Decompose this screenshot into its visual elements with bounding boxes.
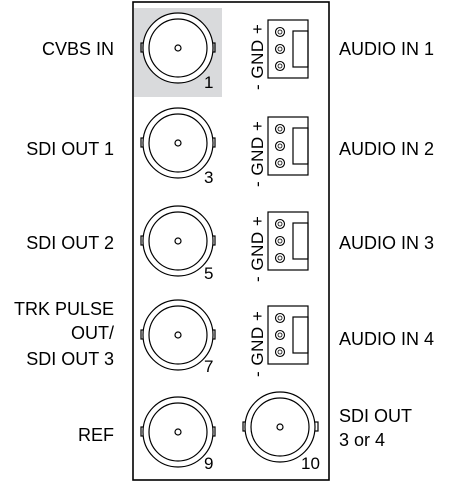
terminal-label-3: - GND + [248,215,267,282]
bnc-connector-1 [140,12,216,84]
label-sdi-out-3-or-4-line1: SDI OUT [339,406,413,426]
label-trk-pulse-line3: SDI OUT 3 [26,349,114,369]
label-trk-pulse-line2: OUT/ [71,323,114,343]
label-audio-in-2: AUDIO IN 2 [339,139,435,159]
terminal-block-audio-3 [267,211,309,271]
terminal-label-2: - GND + [248,120,267,187]
connector-number-7: 7 [204,357,214,376]
connector-number-3: 3 [204,168,214,187]
label-audio-in-4: AUDIO IN 4 [339,329,435,349]
terminal-block-audio-1 [267,19,309,79]
label-trk-pulse-line1: TRK PULSE [13,299,114,319]
terminal-block-audio-4 [267,305,309,365]
connector-number-10: 10 [301,454,320,473]
connector-number-5: 5 [204,264,214,283]
bnc-connector-10 [242,391,319,463]
terminal-label-1: - GND + [248,23,267,90]
label-sdi-out-1: SDI OUT 1 [26,139,114,159]
label-sdi-out-3-or-4-line2: 3 or 4 [339,430,386,450]
connector-number-1: 1 [204,73,214,92]
label-cvbs-in: CVBS IN [41,39,114,59]
label-ref: REF [78,425,114,445]
bnc-connector-3 [140,107,216,179]
panel-outline [132,1,330,481]
label-audio-in-3: AUDIO IN 3 [339,233,435,253]
terminal-block-audio-2 [267,116,309,176]
label-sdi-out-2: SDI OUT 2 [26,233,114,253]
terminal-label-4: - GND + [248,310,267,377]
bnc-connector-5 [140,205,216,277]
bnc-connector-9 [140,396,216,468]
bnc-connector-7 [140,299,216,371]
label-audio-in-1: AUDIO IN 1 [339,39,435,59]
connector-number-9: 9 [204,454,214,473]
